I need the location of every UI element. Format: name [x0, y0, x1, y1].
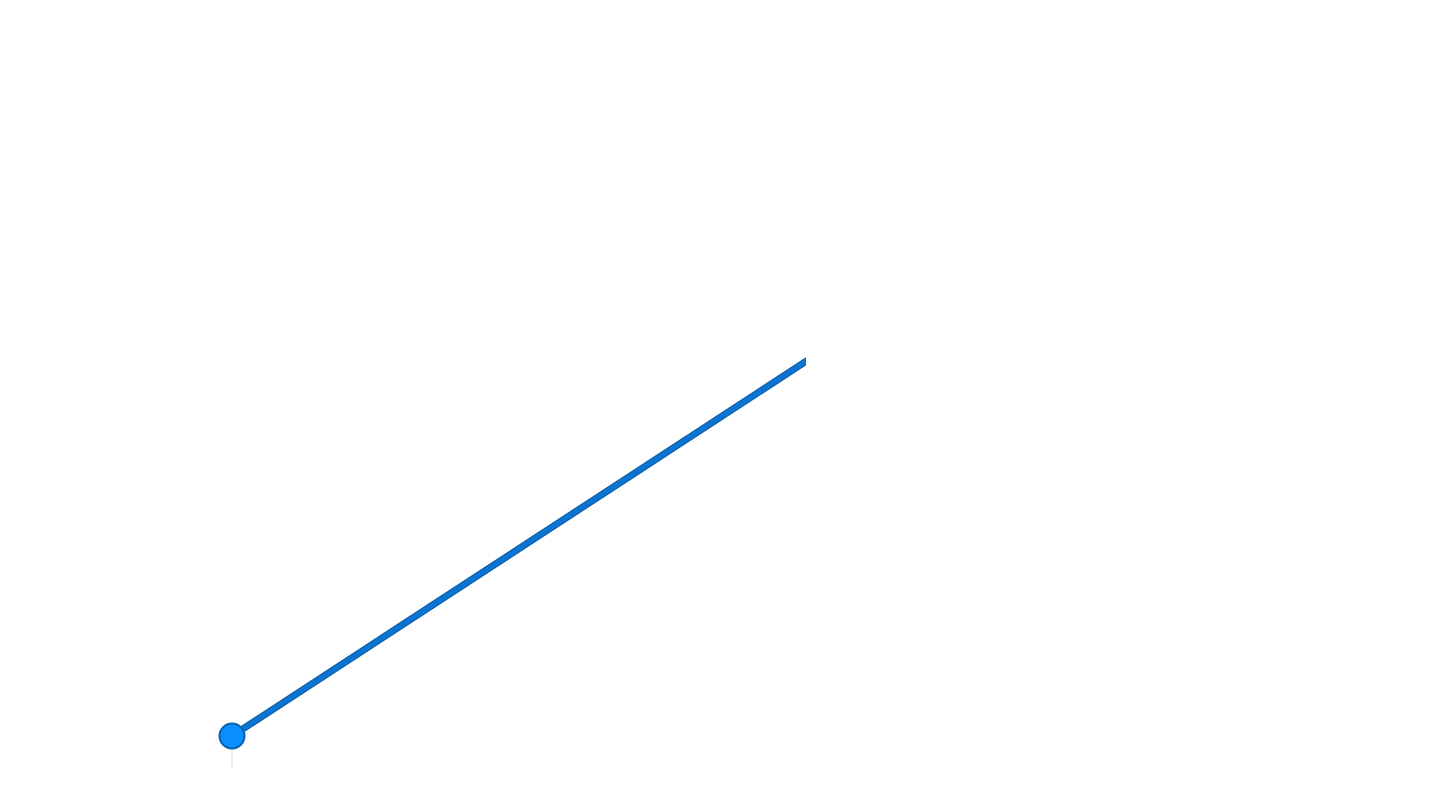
series-line: [230, 357, 810, 739]
data-point-marker[interactable]: [218, 722, 246, 750]
plot-area: [218, 340, 876, 768]
clip-fade: [806, 340, 876, 380]
